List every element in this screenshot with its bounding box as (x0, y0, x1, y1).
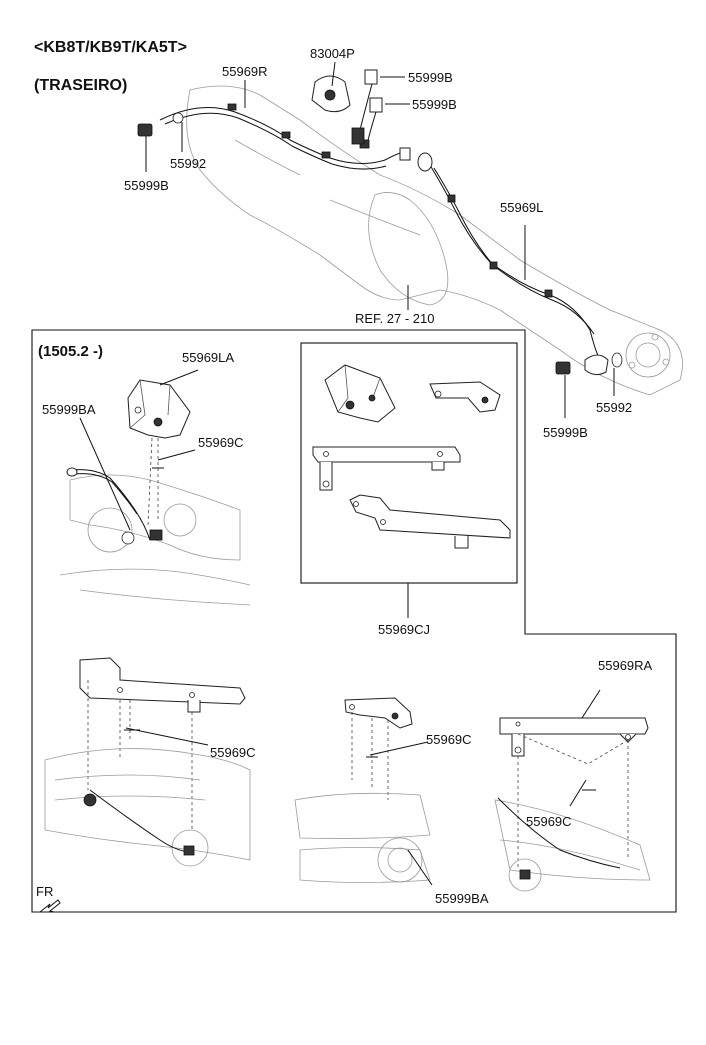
kit-box (300, 342, 518, 584)
label-55969C-2: 55969C (210, 745, 256, 760)
label-ref: REF. 27 - 210 (355, 311, 435, 326)
inset-axle-right (494, 689, 651, 892)
label-55969RA: 55969RA (598, 658, 653, 673)
label-55992-right: 55992 (596, 400, 632, 415)
direction-label: FR (36, 884, 53, 899)
top-leaders (145, 61, 615, 418)
sensor-bracket-83004P (311, 69, 383, 145)
label-55969C: 55969C (198, 435, 244, 450)
inset-frame (31, 329, 677, 913)
model-codes-title: <KB8T/KB9T/KA5T> (34, 39, 187, 56)
kit-parts (312, 364, 511, 618)
rear-axle-outline (186, 85, 683, 396)
label-55999BA-2: 55999BA (435, 891, 489, 906)
label-55999B-right: 55999B (543, 425, 588, 440)
label-55992-left: 55992 (170, 156, 206, 171)
wiring-harness (159, 103, 601, 361)
inset-date-range: (1505.2 -) (38, 343, 103, 360)
inset-axle-lower-left (44, 657, 251, 867)
label-55969R: 55969R (222, 64, 268, 79)
front-arrow-icon (38, 899, 61, 913)
label-55969L: 55969L (500, 200, 543, 215)
label-55999B-b: 55999B (412, 97, 457, 112)
label-55969C-3: 55969C (426, 732, 472, 747)
label-55999BA: 55999BA (42, 402, 96, 417)
bracket-55969LA (127, 379, 191, 439)
right-sensor (555, 352, 623, 376)
label-55969LA: 55969LA (182, 350, 234, 365)
left-sensor (137, 112, 184, 137)
inset-axle-middle (294, 697, 433, 886)
label-83004P: 83004P (310, 46, 355, 61)
label-55969C-4: 55969C (526, 814, 572, 829)
inset-axle-upper-left (59, 467, 251, 606)
label-55999B-left: 55999B (124, 178, 169, 193)
upper-left-leaders (79, 369, 199, 531)
section-title: (TRASEIRO) (34, 77, 127, 94)
label-kit-55969CJ: 55969CJ (378, 622, 430, 637)
label-55999B-a: 55999B (408, 70, 453, 85)
